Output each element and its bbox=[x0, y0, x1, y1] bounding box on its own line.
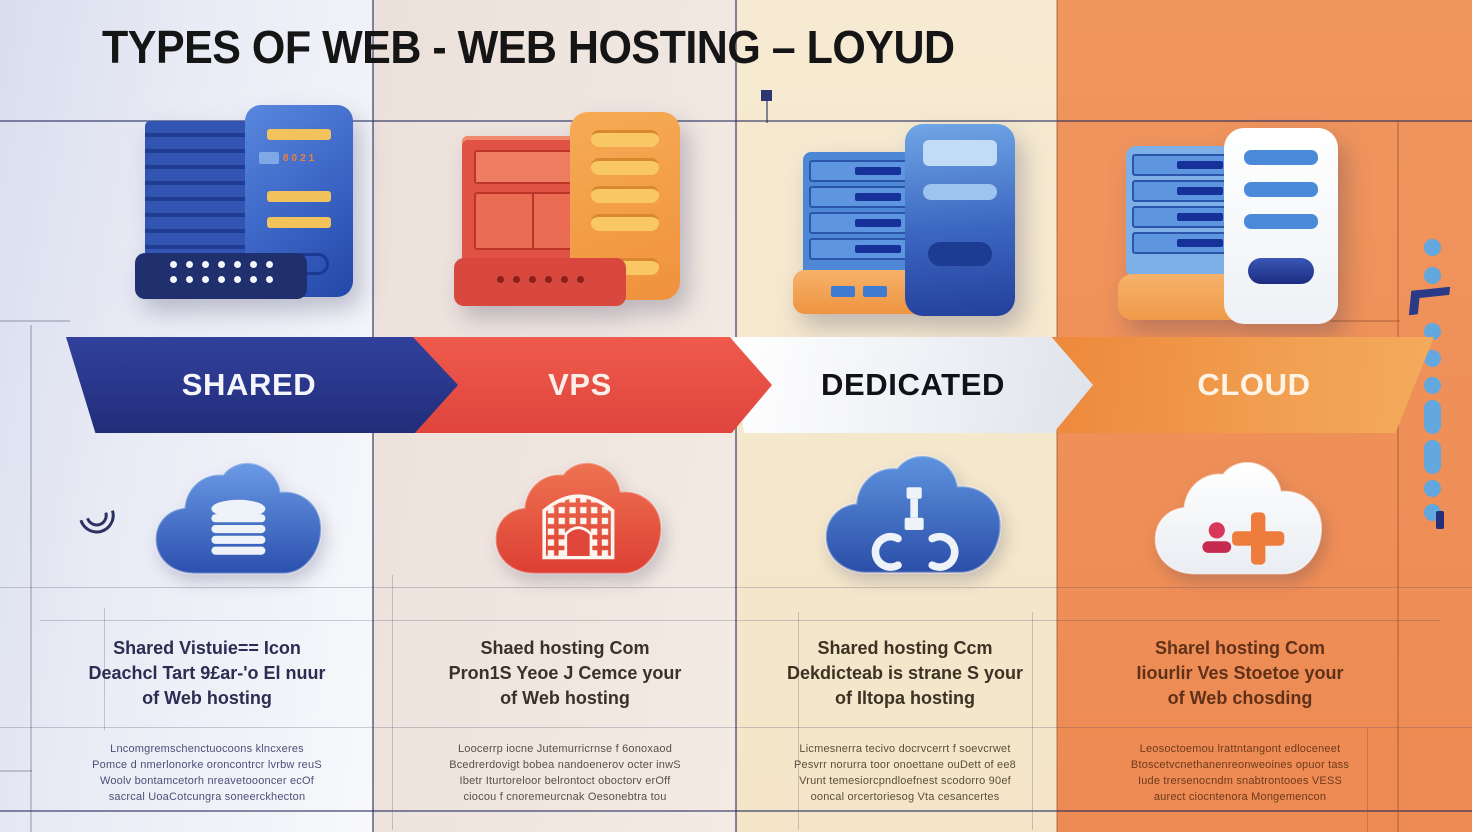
pill-decoration bbox=[1424, 440, 1441, 474]
fine-print-line: Btoscetvcnethanenreonweoines opuor tass bbox=[1130, 759, 1350, 771]
fine-print-line: Lncomgremschenctuocoons klncxeres bbox=[110, 743, 304, 755]
server-slot bbox=[591, 214, 659, 231]
dot-decoration bbox=[1424, 350, 1441, 367]
dot-decoration bbox=[1424, 480, 1441, 497]
fine-print-line: ooncal orcertoriesog Vta cesancertes bbox=[810, 791, 1000, 803]
description-line: Sharel hosting Com bbox=[1154, 638, 1325, 658]
shared-servers-illustration: 8021 bbox=[130, 103, 365, 308]
fine-print-line: Ibetr Iturtoreloor belrontoct oboctorv e… bbox=[459, 775, 671, 787]
cloud-fine-print: Leosoctoemou lrattntangont edloceneet Bt… bbox=[1088, 741, 1392, 805]
description-line: of Iltopa hosting bbox=[835, 688, 975, 708]
description-line: Shared hosting Ccm bbox=[817, 638, 993, 658]
fine-print-line: Pesvrr norurra toor onoettane ouDett of … bbox=[793, 759, 1016, 771]
fine-print-line: Woolv bontamcetorh nreavetoooncer ecOf bbox=[99, 775, 315, 787]
vps-description: Shaed hosting Com Pron1S Yeoe J Cemce yo… bbox=[420, 636, 710, 711]
dot-decoration bbox=[1424, 239, 1441, 256]
cloud-description: Sharel hosting Com Iiourlir Ves Stoetoe … bbox=[1090, 636, 1390, 711]
description-line: of Web chosding bbox=[1167, 688, 1313, 708]
fine-print-line: Pomce d nmerlonorke oroncontrcr lvrbw re… bbox=[92, 759, 322, 771]
dot-decoration bbox=[1424, 377, 1441, 394]
dedicated-servers-illustration bbox=[793, 122, 1038, 322]
dedicated-fine-print: Licmesnerra tecivo docrvcerrt f soevcrwe… bbox=[760, 741, 1050, 805]
server-vent bbox=[1248, 258, 1314, 284]
server-slot bbox=[1244, 150, 1318, 165]
grid-line bbox=[1032, 612, 1033, 830]
grid-line bbox=[1397, 120, 1399, 832]
description-line: Pron1S Yeoe J Cemce your bbox=[448, 663, 682, 683]
tick-decoration bbox=[1436, 511, 1444, 529]
server-slot bbox=[591, 158, 659, 175]
grid-line bbox=[798, 612, 799, 830]
user-add-cloud-icon bbox=[1154, 462, 1323, 575]
network-nodes-cloud-icon bbox=[824, 455, 1002, 574]
fine-print-line: Loocerrp iocne Jutemurricrnse f 6onoxaod bbox=[457, 743, 673, 755]
grid-line bbox=[392, 575, 393, 830]
grid-line bbox=[0, 770, 32, 772]
server-tower-icon: 8021 bbox=[245, 105, 353, 297]
square-marker-decoration bbox=[761, 90, 772, 101]
banner-label: CLOUD bbox=[1197, 367, 1311, 402]
banner-segment-cloud: CLOUD bbox=[1048, 337, 1434, 433]
pill-decoration bbox=[1424, 400, 1441, 434]
server-base bbox=[454, 258, 626, 306]
server-led bbox=[831, 286, 855, 297]
fine-print-line: sacrcal UoaCotcungra soneerckhecton bbox=[108, 791, 306, 803]
fine-print-line: Iude trersenocndm snabtrontooes VESS bbox=[1137, 775, 1343, 787]
dedicated-description: Shared hosting Ccm Dekdicteab is strane … bbox=[762, 636, 1048, 711]
description-line: of Web hosting bbox=[142, 688, 272, 708]
server-slot bbox=[591, 130, 659, 147]
grid-line bbox=[1330, 320, 1400, 322]
grid-line bbox=[30, 325, 32, 832]
banner-segment-dedicated: DEDICATED bbox=[733, 337, 1093, 433]
grid-line bbox=[104, 608, 105, 730]
description-line: Shaed hosting Com bbox=[480, 638, 650, 658]
description-line: Dekdicteab is strane S your bbox=[786, 663, 1024, 683]
server-tower-icon bbox=[1224, 128, 1338, 324]
description-line: Iiourlir Ves Stoetoe your bbox=[1136, 663, 1344, 683]
server-slot bbox=[1244, 214, 1318, 229]
server-slot bbox=[267, 217, 331, 228]
shared-fine-print: Lncomgremschenctuocoons klncxeres Pomce … bbox=[60, 741, 354, 805]
description-line: Shared Vistuie== Icon bbox=[113, 638, 301, 658]
server-tower-icon bbox=[905, 124, 1015, 316]
grid-line bbox=[766, 101, 768, 123]
server-slot bbox=[267, 191, 331, 202]
banner-label: DEDICATED bbox=[821, 367, 1005, 402]
fine-print-line: Leosoctoemou lrattntangont edloceneet bbox=[1139, 743, 1341, 755]
server-slot bbox=[1244, 182, 1318, 197]
grid-line bbox=[1367, 728, 1368, 832]
fine-print-line: ciocou f cnoremeurcnak Oesonebtra tou bbox=[463, 791, 667, 803]
banner-segment-shared: SHARED bbox=[66, 337, 458, 433]
vps-servers-illustration bbox=[452, 108, 697, 308]
building-cloud-icon bbox=[494, 462, 663, 575]
server-base bbox=[135, 253, 307, 299]
bracket-decoration-icon bbox=[1408, 286, 1451, 316]
server-led bbox=[863, 286, 887, 297]
fine-print-line: aurect ciocntenora Mongemencon bbox=[1153, 791, 1327, 803]
fine-print-line: Licmesnerra tecivo docrvcerrt f soevcrwe… bbox=[799, 743, 1011, 755]
cloud-servers-illustration bbox=[1118, 128, 1368, 328]
server-slot bbox=[591, 186, 659, 203]
fine-print-line: Vrunt temesiorcpndloefnest scodorro 90ef bbox=[799, 775, 1011, 787]
server-slot bbox=[923, 184, 997, 200]
vps-fine-print: Loocerrp iocne Jutemurricrnse f 6onoxaod… bbox=[418, 741, 712, 805]
description-line: of Web hosting bbox=[500, 688, 630, 708]
description-line: Deachcl Tart 9£ar-'o El nuur bbox=[88, 663, 326, 683]
banner-label: VPS bbox=[548, 367, 612, 402]
database-cloud-icon bbox=[154, 462, 323, 575]
dotted-line-decoration bbox=[1424, 232, 1444, 522]
server-display: 8021 bbox=[259, 151, 339, 165]
shared-description: Shared Vistuie== Icon Deachcl Tart 9£ar-… bbox=[62, 636, 352, 711]
dot-decoration bbox=[1424, 267, 1441, 284]
server-slot bbox=[923, 140, 997, 166]
grid-line bbox=[0, 320, 70, 322]
fine-print-line: Bcedrerdovigt bobea nandoenerov octer in… bbox=[449, 759, 681, 771]
server-vent bbox=[928, 242, 992, 266]
grid-line bbox=[40, 620, 1440, 621]
banner-label: SHARED bbox=[181, 367, 317, 402]
server-slot bbox=[267, 129, 331, 140]
page-title: TYPES OF WEB - WEB HOSTING – LOYUD bbox=[102, 22, 955, 74]
dot-decoration bbox=[1424, 323, 1441, 340]
